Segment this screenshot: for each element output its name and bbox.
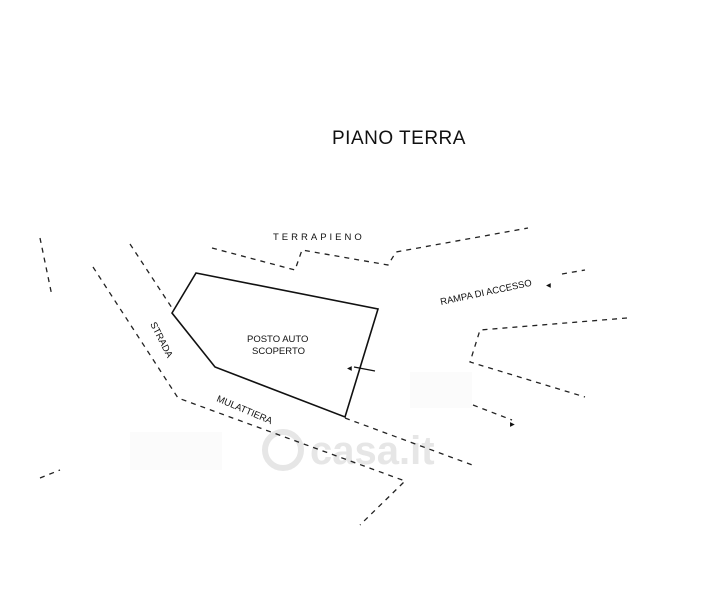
embankment-boundary <box>211 227 529 271</box>
road-inner-edge <box>129 243 173 309</box>
access-ramp-edge-top <box>561 269 586 275</box>
parking-space-outline <box>171 272 380 419</box>
entrance-marker-line <box>353 366 376 372</box>
access-ramp-edge-bottom <box>469 317 628 398</box>
blank-patch-left <box>130 432 222 470</box>
access-ramp-label: RAMPA DI ACCESSO <box>439 278 533 308</box>
road-inner-edge-lower <box>344 417 476 467</box>
watermark: casa.it <box>262 429 435 473</box>
watermark-text: casa.it <box>310 429 435 473</box>
ramp-arrow-icon: ◂ <box>546 280 551 291</box>
road-label-strada: STRADA <box>147 320 175 360</box>
blank-patch-right <box>410 372 472 408</box>
road-left-edge-top <box>39 237 53 297</box>
ramp-direction-line <box>472 404 513 421</box>
ramp-direction-arrow-icon: ▸ <box>510 419 515 430</box>
parking-label-line2: SCOPERTO <box>252 346 305 357</box>
drawing-title: PIANO TERRA <box>332 128 466 149</box>
parking-label-line1: POSTO AUTO <box>247 334 308 345</box>
road-label-mulattiera: MULATTIERA <box>215 394 275 428</box>
watermark-logo-icon <box>262 429 304 471</box>
entrance-arrow-icon: ◂ <box>347 363 352 374</box>
embankment-label: TERRAPIENO <box>273 232 365 243</box>
road-left-edge-bottom <box>39 469 61 479</box>
